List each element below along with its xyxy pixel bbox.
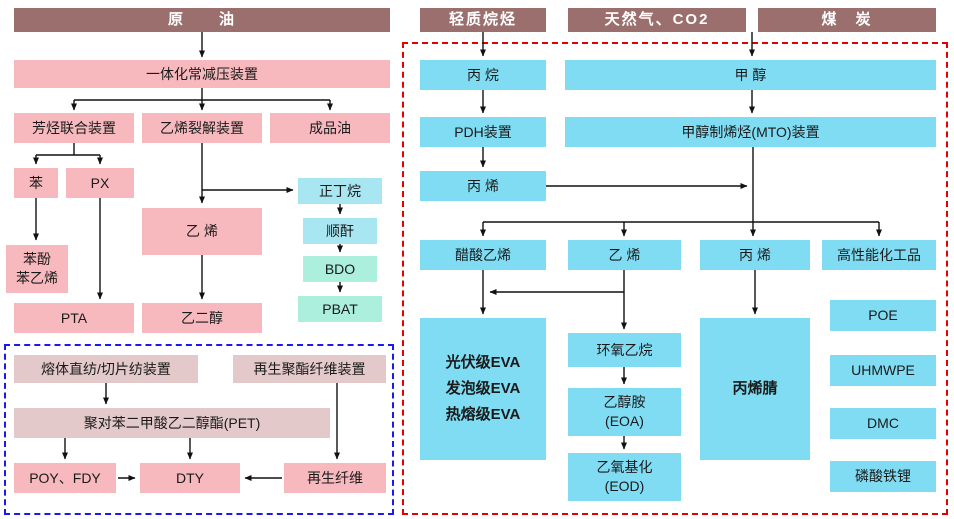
ethoxylation-abbr-label: (EOD) (604, 478, 645, 494)
node-bdo: BDO (303, 256, 377, 282)
node-lfp: 磷酸铁锂 (830, 461, 936, 492)
ethanolamine-label: 乙醇胺 (603, 394, 646, 411)
node-methanol: 甲 醇 (565, 60, 936, 90)
new-materials-section-border (402, 42, 948, 515)
eva-pv-label: 光伏级EVA (445, 353, 521, 371)
styrene-label: 苯乙烯 (16, 270, 58, 286)
node-pet: 聚对苯二甲酸乙二醇酯(PET) (14, 408, 330, 438)
node-n-butane: 正丁烷 (298, 178, 382, 204)
node-poy-fdy: POY、FDY (14, 463, 116, 493)
eva-foam-label: 发泡级EVA (445, 379, 521, 397)
node-pbat: PBAT (298, 296, 382, 322)
header-natural-gas-co2: 天然气、CO2 (568, 8, 746, 32)
node-uhmwpe: UHMWPE (830, 355, 936, 386)
node-cracker-unit: 乙烯裂解装置 (142, 113, 262, 143)
node-high-performance: 高性能化工品 (822, 240, 936, 270)
node-dmc: DMC (830, 408, 936, 439)
eva-hotmelt-label: 热熔级EVA (445, 406, 521, 424)
node-vinyl-acetate: 醋酸乙烯 (420, 240, 546, 270)
node-ethylene-left: 乙 烯 (142, 208, 262, 255)
node-poe: POE (830, 300, 936, 331)
node-benzene: 苯 (14, 168, 58, 198)
phenol-label: 苯酚 (23, 251, 51, 268)
node-propylene-pdh: 丙 烯 (420, 171, 546, 201)
node-melt-spinning-unit: 熔体直纺/切片纺装置 (14, 355, 198, 383)
node-eva-grades: 光伏级EVA 发泡级EVA 热熔级EVA (420, 318, 546, 460)
node-ethylene-right: 乙 烯 (568, 240, 681, 270)
node-aromatics-unit: 芳烃联合装置 (14, 113, 134, 143)
node-cdu-unit: 一体化常减压装置 (14, 60, 390, 88)
node-maleic-anhydride: 顺酐 (303, 218, 377, 244)
polyester-section-border (4, 344, 394, 515)
node-phenol-styrene: 苯酚 苯乙烯 (6, 245, 68, 293)
header-crude-oil: 原 油 (14, 8, 390, 32)
node-acrylonitrile: 丙烯腈 (700, 318, 810, 460)
node-pdh-unit: PDH装置 (420, 117, 546, 147)
node-propylene-mto: 丙 烯 (700, 240, 810, 270)
node-recycled-polyester-unit: 再生聚酯纤维装置 (233, 355, 386, 383)
node-meg: 乙二醇 (142, 303, 262, 333)
node-mto-unit: 甲醇制烯烃(MTO)装置 (565, 117, 936, 147)
header-light-alkanes: 轻质烷烃 (420, 8, 546, 32)
node-pta: PTA (14, 303, 134, 333)
node-recycled-fiber: 再生纤维 (284, 463, 386, 493)
ethanolamine-abbr-label: (EOA) (605, 413, 644, 429)
node-dty: DTY (140, 463, 240, 493)
ethoxylation-label: 乙氧基化 (596, 459, 653, 476)
header-coal: 煤 炭 (758, 8, 936, 32)
node-ethylene-oxide: 环氧乙烷 (568, 333, 681, 367)
node-ethanolamine: 乙醇胺 (EOA) (568, 388, 681, 436)
node-ethoxylation: 乙氧基化 (EOD) (568, 453, 681, 501)
node-propane: 丙 烷 (420, 60, 546, 90)
node-refined-oil: 成品油 (270, 113, 390, 143)
node-px: PX (66, 168, 134, 198)
